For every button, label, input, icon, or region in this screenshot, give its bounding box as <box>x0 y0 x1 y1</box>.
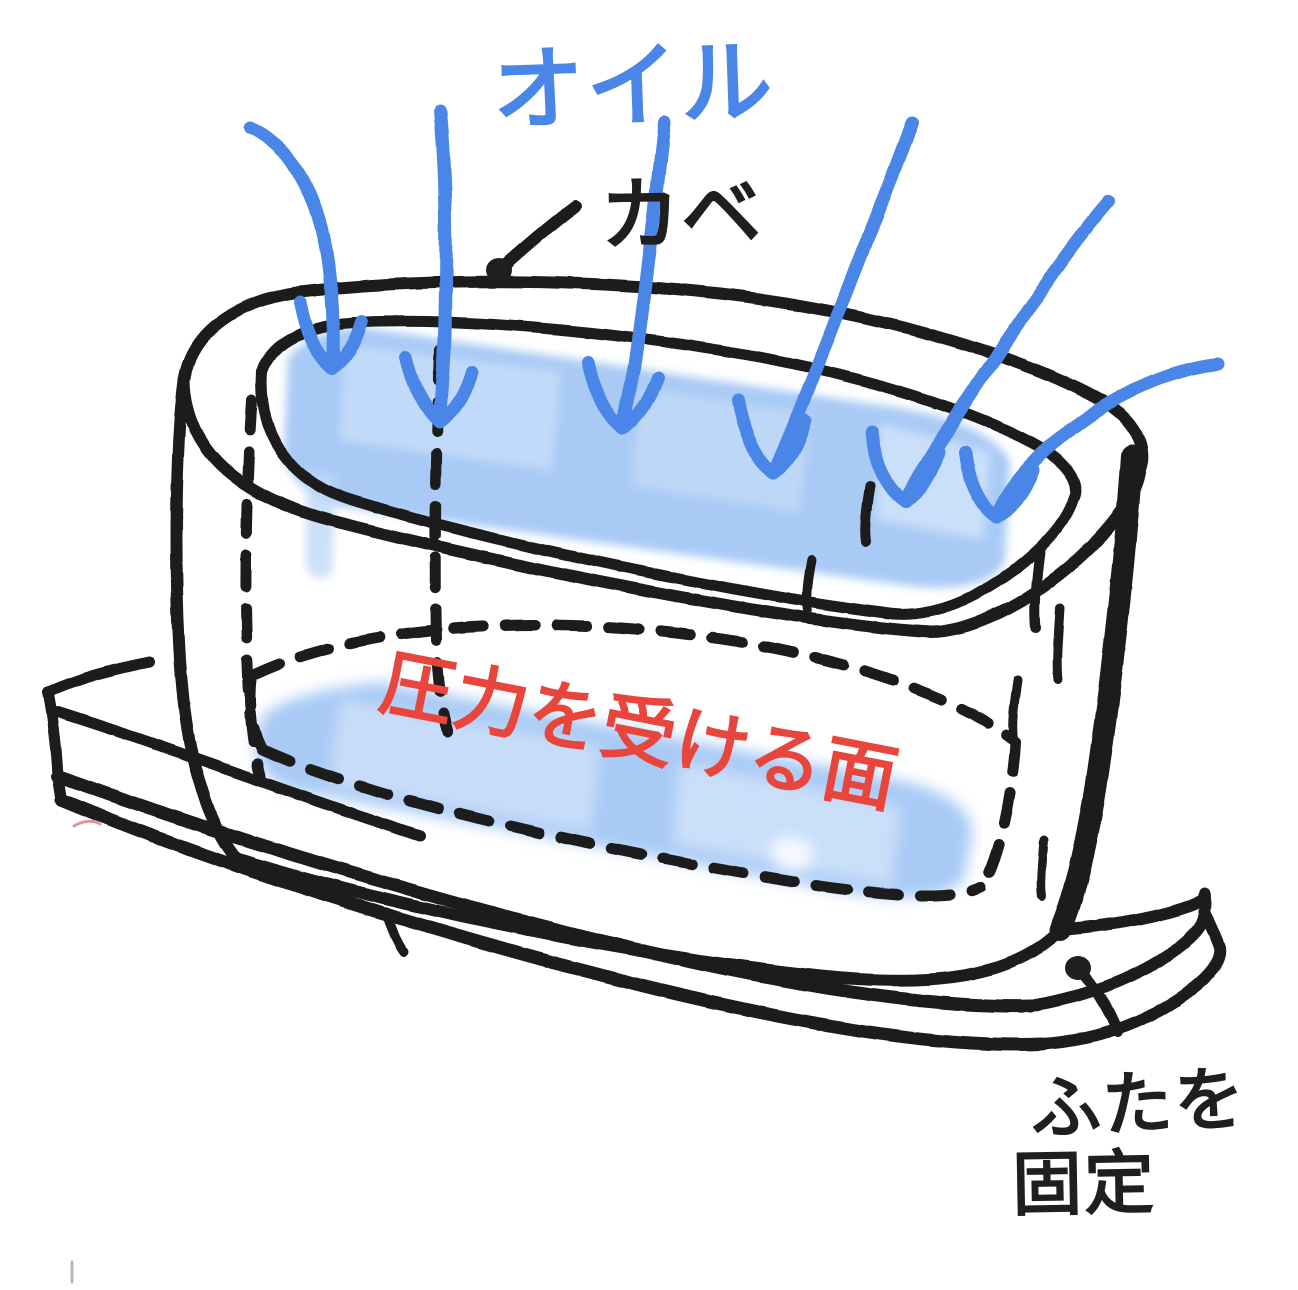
arrow-3-head <box>581 355 665 435</box>
base-lid-group <box>42 656 1227 1051</box>
lid-leader-line <box>1076 966 1124 1038</box>
arrow-4 <box>731 115 919 479</box>
lid-leader-dot <box>1065 956 1091 980</box>
arrow-5 <box>865 195 1115 509</box>
wall-right-inner-tick <box>1030 547 1045 633</box>
hidden-edge-front-bottom <box>256 744 986 902</box>
arrow-1-shaft <box>243 121 340 375</box>
rim-outer-front <box>178 374 936 638</box>
arrow-5-head <box>865 425 945 509</box>
base-top-left-edge <box>42 656 156 698</box>
arrow-4-head <box>731 393 813 479</box>
hidden-tick-a <box>860 481 875 547</box>
hidden-tick-b <box>802 555 817 615</box>
bottom-face-highlight-a <box>330 700 600 832</box>
hidden-edge-bottom-right <box>974 736 1022 894</box>
label-fix-lid-line2: 固定 <box>1011 1141 1157 1227</box>
label-wall: カベ <box>599 166 763 263</box>
base-upper-run <box>52 706 426 842</box>
stray-marks-group <box>70 819 102 1284</box>
arrow-6 <box>957 357 1225 525</box>
hidden-edge-bottom-left <box>244 670 268 756</box>
wall-leader-dot <box>486 258 512 282</box>
arrow-6-head <box>957 445 1041 525</box>
arrow-6-shaft <box>989 357 1225 525</box>
oil-arrows-group <box>243 105 1225 525</box>
hidden-edge-back-bottom <box>246 619 1022 748</box>
bottom-face-fill-group <box>255 682 973 898</box>
base-left-corner <box>42 686 64 782</box>
leader-lines-group <box>498 200 1124 1038</box>
arrow-3 <box>581 115 671 435</box>
arrow-1 <box>243 121 369 375</box>
rim-inner-edge-right <box>888 492 1080 620</box>
base-right-top-edge <box>1024 906 1211 1012</box>
wall-right-outer <box>1049 445 1143 941</box>
wall-right-inner-tick-2 <box>1008 675 1023 745</box>
base-front-top-edge <box>51 769 1037 1013</box>
hidden-tick-c <box>1052 603 1065 685</box>
bottom-face-highlight-b <box>672 762 900 886</box>
rim-outer-edge <box>178 275 1149 476</box>
bottom-face-highlight-c <box>772 837 812 872</box>
base-right-notch <box>1198 888 1211 918</box>
hidden-edge-left-vertical <box>240 394 266 782</box>
leader-dots-group <box>486 258 1091 980</box>
stray-red-mark <box>72 819 102 828</box>
arrow-1-head <box>293 295 369 375</box>
label-oil: オイル <box>490 28 777 145</box>
base-left-end-face <box>52 770 68 806</box>
arrow-3-shaft <box>615 115 671 435</box>
arrow-2-head <box>399 349 479 429</box>
oil-highlight-b <box>632 388 810 512</box>
hidden-tick-d <box>1036 835 1049 901</box>
base-front-bottom-edge <box>55 793 1049 1051</box>
arrow-4-shaft <box>767 115 919 479</box>
base-right-bottom-edge <box>1036 942 1227 1050</box>
base-right-cap <box>1198 906 1226 954</box>
arrow-2-shaft <box>433 105 453 429</box>
arrow-5-shaft <box>899 195 1115 509</box>
arrow-2 <box>399 105 479 429</box>
wall-leader-line <box>498 200 582 272</box>
oil-fill-group <box>284 327 1010 588</box>
